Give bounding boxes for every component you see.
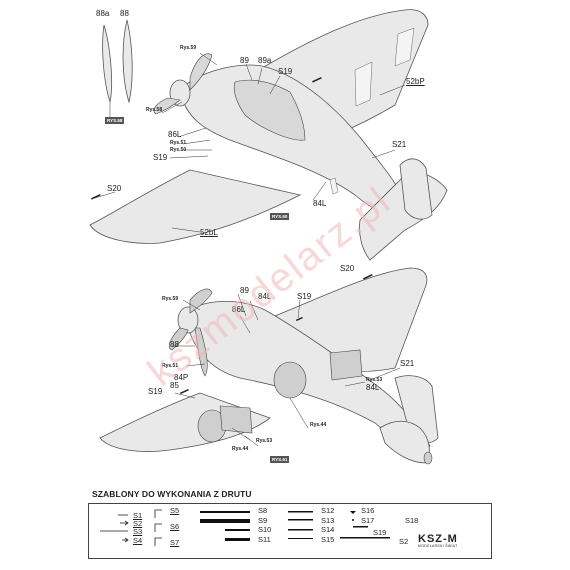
callout-86l: 86L: [168, 130, 182, 139]
callout-rys51-bottom: Rys.51: [162, 363, 179, 369]
callout-rys58: Rys.58: [146, 107, 163, 113]
propeller-blade-up: [189, 53, 213, 91]
template-s12: S12: [321, 506, 335, 515]
prop-blade-b: [168, 327, 189, 351]
callout-s19: S19: [278, 67, 293, 76]
template-s17: S17: [361, 516, 375, 525]
spinner-underside: [177, 306, 199, 334]
callout-52bp: 52bP: [406, 77, 425, 86]
template-s4: S4: [133, 536, 143, 545]
template-s2-b: S2: [399, 537, 409, 546]
figure-tag-rys58: RYS.58: [105, 117, 125, 124]
template-s14: S14: [321, 525, 335, 534]
brand-logo: KSZ-M MODELARSKI ŚWIAT: [418, 533, 458, 548]
callout-s20: S20: [107, 184, 122, 193]
callout-84l-bottom: 84L: [258, 292, 272, 301]
templates-box: [88, 503, 492, 559]
template-s19: S19: [373, 528, 387, 537]
callout-88a: 88a: [96, 9, 110, 18]
figure-tag-rys61: RYS.61: [270, 456, 290, 463]
figure-tag-rys60: RYS.60: [270, 213, 290, 220]
callout-86l-bottom: 86L: [232, 305, 246, 314]
template-s5: S5: [170, 506, 180, 515]
callout-88: 88: [120, 9, 129, 18]
template-s3: S3: [133, 527, 143, 536]
tailplane-underside: [379, 420, 430, 464]
propeller-blade-down: [153, 97, 181, 115]
template-s6: S6: [170, 522, 180, 531]
template-s18: S18: [405, 516, 419, 525]
template-s11: S11: [258, 535, 271, 544]
prop-blade-88: [122, 19, 133, 104]
callout-89a: 89a: [258, 56, 272, 65]
tail-fin: [399, 158, 433, 220]
callout-52bl: 52bL: [200, 228, 218, 237]
callout-84l: 84L: [313, 199, 327, 208]
main-wheel-right: [273, 361, 307, 399]
callout-s19-bottom: S19: [297, 292, 312, 301]
callout-s19-b-bottom: S19: [148, 387, 163, 396]
fuselage-underside: [184, 300, 431, 447]
callout-s21: S21: [392, 140, 407, 149]
brand-logo-sub: MODELARSKI ŚWIAT: [418, 544, 458, 548]
callout-rys59: Rys.59: [180, 45, 197, 51]
callout-rys51: Rys.51: [170, 140, 187, 146]
callout-s21-bottom: S21: [400, 359, 415, 368]
template-s2: S2: [133, 519, 143, 528]
bottom-view-drawing: [99, 267, 439, 465]
callout-rys53-bottom: Rys.53: [366, 377, 383, 383]
callout-rys50: Rys.50: [170, 147, 187, 153]
template-s8: S8: [258, 506, 268, 515]
callout-s19-b: S19: [153, 153, 168, 162]
template-s7: S7: [170, 538, 180, 547]
templates-title: SZABLONY DO WYKONANIA Z DRUTU: [92, 489, 252, 499]
callout-84l2-bottom: 84L: [366, 383, 380, 392]
callout-84p-bottom: 84P: [174, 373, 189, 382]
gear-door-right: [329, 349, 363, 381]
brand-logo-name: KSZ-M: [418, 533, 458, 545]
callout-rys44-a: Rys.44: [310, 422, 327, 428]
template-s9: S9: [258, 516, 268, 525]
template-s1: S1: [133, 511, 143, 520]
callout-s20-bottom: S20: [340, 264, 355, 273]
canopy: [233, 79, 306, 141]
templates-shapes: [100, 509, 390, 546]
callout-88-bottom: 88: [170, 340, 179, 349]
callout-89-bottom: 89: [240, 286, 249, 295]
upper-wing-left: [89, 169, 302, 244]
callout-85-bottom: 85: [170, 381, 179, 390]
callout-89: 89: [240, 56, 249, 65]
callout-rys53-b: Rys.53: [256, 438, 273, 444]
template-s13: S13: [321, 516, 335, 525]
prop-blade-88a: [102, 24, 112, 103]
callout-rys59-bottom: Rys.59: [162, 296, 179, 302]
template-s10: S10: [258, 525, 272, 534]
prop-blade-a: [189, 288, 213, 314]
top-view-drawing: [89, 9, 448, 261]
tail-wheel: [423, 451, 433, 465]
template-s15: S15: [321, 535, 335, 544]
template-s16: S16: [361, 506, 375, 515]
gear-door-left: [219, 405, 253, 434]
callout-rys44-b: Rys.44: [232, 446, 249, 452]
